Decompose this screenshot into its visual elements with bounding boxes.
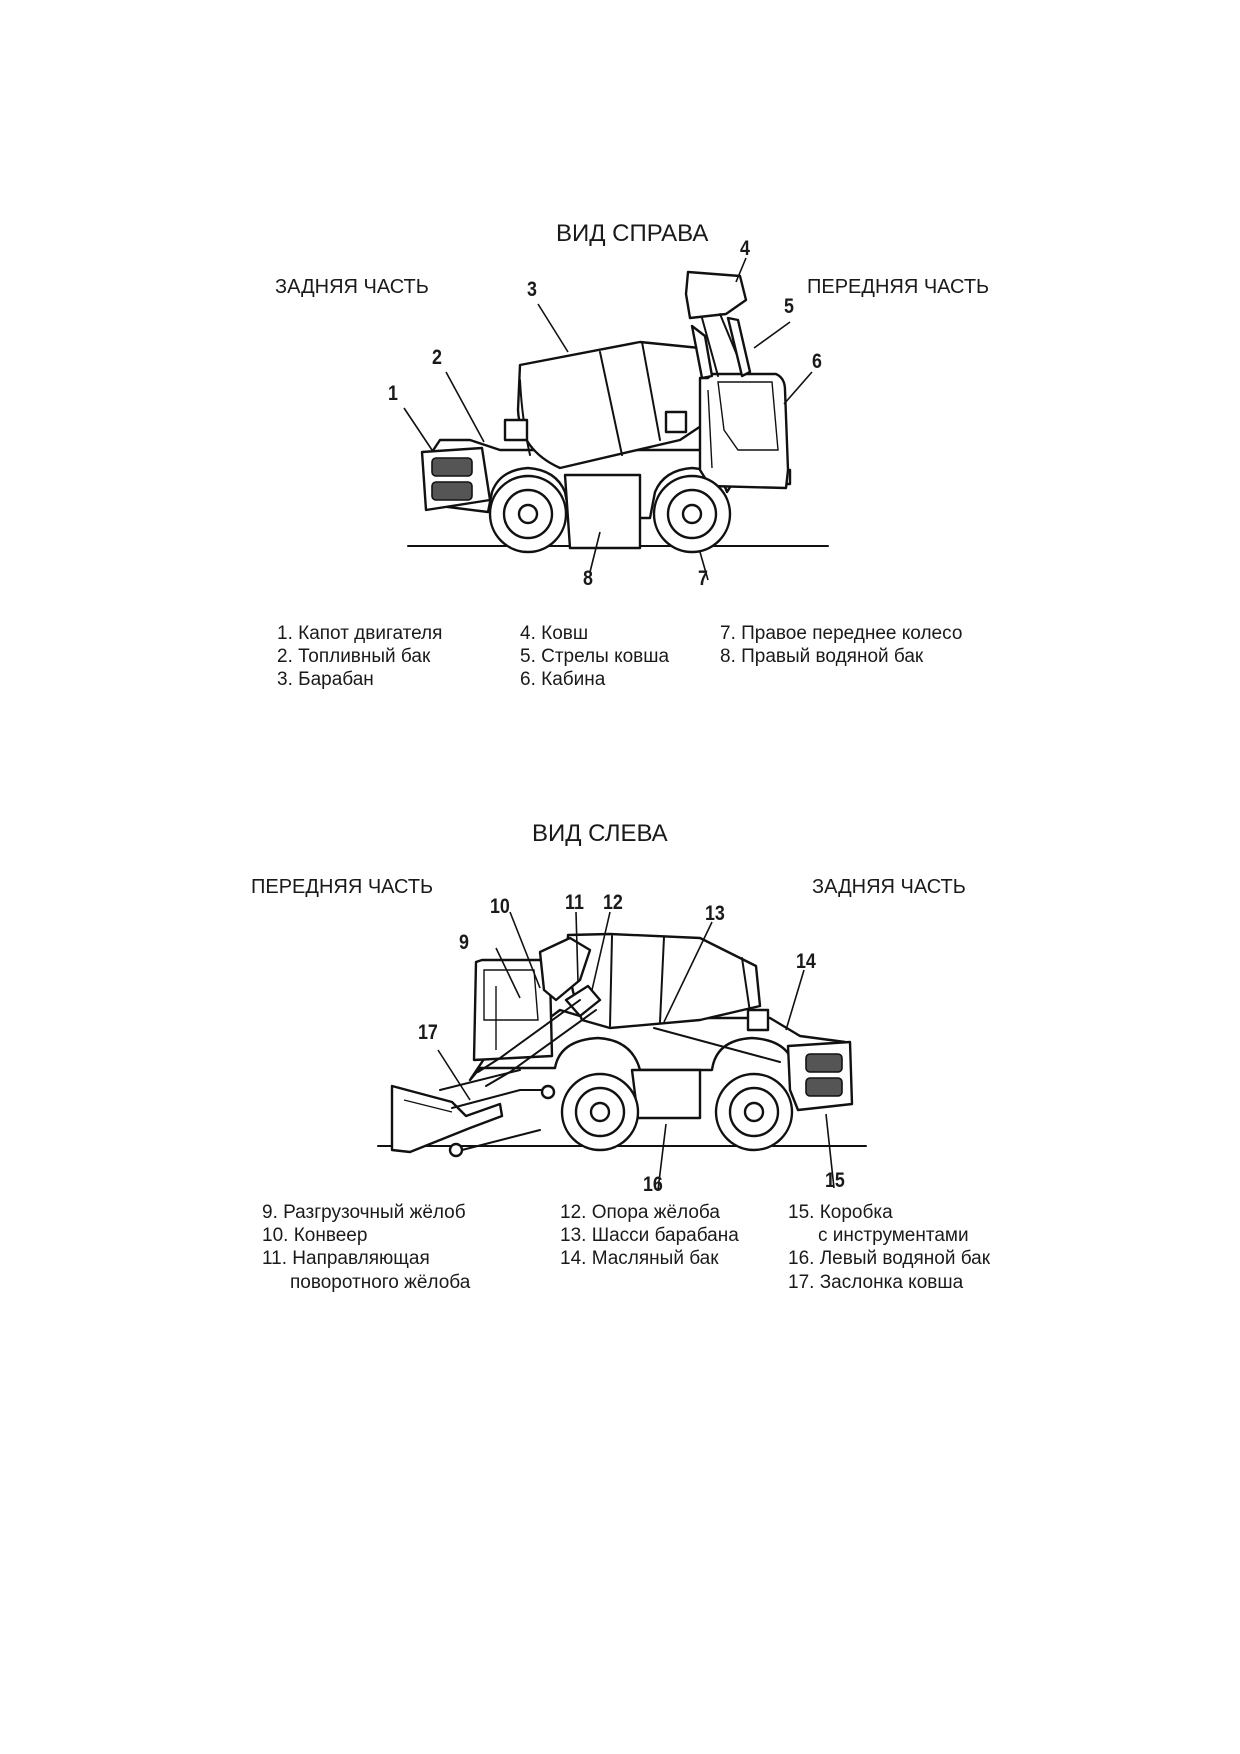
legend-item-16: 16. Левый водяной бак xyxy=(788,1248,991,1270)
callout-10: 10 xyxy=(490,895,510,918)
right-view-rear-label: ЗАДНЯЯ ЧАСТЬ xyxy=(275,276,429,298)
mixer-truck-right-view-icon xyxy=(403,257,829,581)
callout-5: 5 xyxy=(784,295,794,318)
right-view-front-label: ПЕРЕДНЯЯ ЧАСТЬ xyxy=(807,276,990,298)
left-view-front-label: ПЕРЕДНЯЯ ЧАСТЬ xyxy=(251,876,434,898)
legend-item-13: 13. Шасси барабана xyxy=(560,1225,739,1247)
left-legend-col1: 9. Разгрузочный жёлоб 10. Конвеер 11. На… xyxy=(262,1201,470,1294)
legend-item-6: 6. Кабина xyxy=(520,669,606,691)
legend-item-7: 7. Правое переднее колесо xyxy=(720,623,963,644)
callout-14: 14 xyxy=(796,950,816,973)
legend-item-8: 8. Правый водяной бак xyxy=(720,646,924,668)
right-view-title: ВИД СПРАВА xyxy=(556,220,709,247)
callout-4: 4 xyxy=(740,237,750,260)
mixer-truck-left-view-icon xyxy=(377,911,867,1191)
callout-17: 17 xyxy=(418,1021,438,1044)
legend-item-10: 10. Конвеер xyxy=(262,1225,368,1247)
legend-item-11-cont: поворотного жёлоба xyxy=(290,1271,471,1293)
left-view-rear-label: ЗАДНЯЯ ЧАСТЬ xyxy=(812,876,966,898)
legend-item-15-cont: с инструментами xyxy=(818,1225,969,1247)
callout-2: 2 xyxy=(432,346,442,369)
callout-13: 13 xyxy=(705,902,725,925)
left-legend-col2: 12. Опора жёлоба 13. Шасси барабана 14. … xyxy=(560,1201,739,1271)
callout-12: 12 xyxy=(603,891,623,914)
callout-6: 6 xyxy=(812,350,822,373)
callout-16: 16 xyxy=(643,1173,663,1196)
legend-item-1: 1. Капот двигателя xyxy=(277,623,443,644)
legend-item-17: 17. Заслонка ковша xyxy=(788,1271,964,1293)
callout-15: 15 xyxy=(825,1169,845,1192)
callout-1: 1 xyxy=(388,382,398,405)
legend-item-14: 14. Масляный бак xyxy=(560,1248,719,1270)
legend-item-3: 3. Барабан xyxy=(277,669,374,691)
callout-3: 3 xyxy=(527,278,537,301)
legend-item-5: 5. Стрелы ковша xyxy=(520,646,670,668)
legend-item-15: 15. Коробка xyxy=(788,1202,893,1223)
legend-item-11: 11. Направляющая xyxy=(262,1248,430,1270)
right-legend-col1: 1. Капот двигателя 2. Топливный бак 3. Б… xyxy=(277,622,442,692)
callout-8: 8 xyxy=(583,567,593,590)
legend-item-9: 9. Разгрузочный жёлоб xyxy=(262,1202,466,1223)
legend-item-2: 2. Топливный бак xyxy=(277,646,431,668)
left-legend-col3: 15. Коробка с инструментами 16. Левый во… xyxy=(788,1201,990,1294)
right-legend-col2: 4. Ковш 5. Стрелы ковша 6. Кабина xyxy=(520,622,669,692)
legend-item-12: 12. Опора жёлоба xyxy=(560,1202,720,1223)
left-view-title: ВИД СЛЕВА xyxy=(532,820,668,847)
right-legend-col3: 7. Правое переднее колесо 8. Правый водя… xyxy=(720,622,962,668)
callout-11: 11 xyxy=(565,891,584,914)
callout-9: 9 xyxy=(459,931,469,954)
legend-item-4: 4. Ковш xyxy=(520,623,589,644)
callout-7: 7 xyxy=(698,567,708,590)
